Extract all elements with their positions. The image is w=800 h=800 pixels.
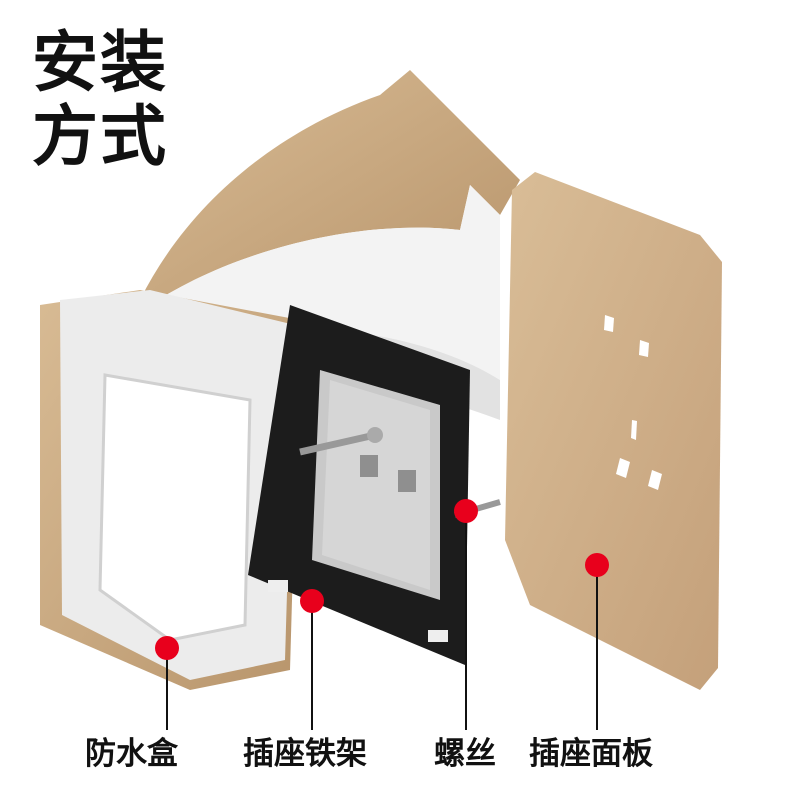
socket-panel xyxy=(505,172,722,690)
socket-iron-frame xyxy=(248,305,470,665)
label-socket-panel: 插座面板 xyxy=(529,736,653,772)
waterproof-box xyxy=(40,290,300,690)
title-line-1: 安装 xyxy=(32,24,168,101)
label-screw: 螺丝 xyxy=(434,736,496,772)
title-line-2: 方式 xyxy=(32,98,168,175)
marker-panel xyxy=(585,553,609,577)
marker-frame xyxy=(300,589,324,613)
page-title: 安装 方式 xyxy=(32,26,168,174)
label-waterproof-box: 防水盒 xyxy=(85,736,178,772)
leader-lines xyxy=(166,511,598,730)
label-socket-frame: 插座铁架 xyxy=(243,736,367,772)
marker-screw xyxy=(454,499,478,523)
marker-box xyxy=(155,636,179,660)
